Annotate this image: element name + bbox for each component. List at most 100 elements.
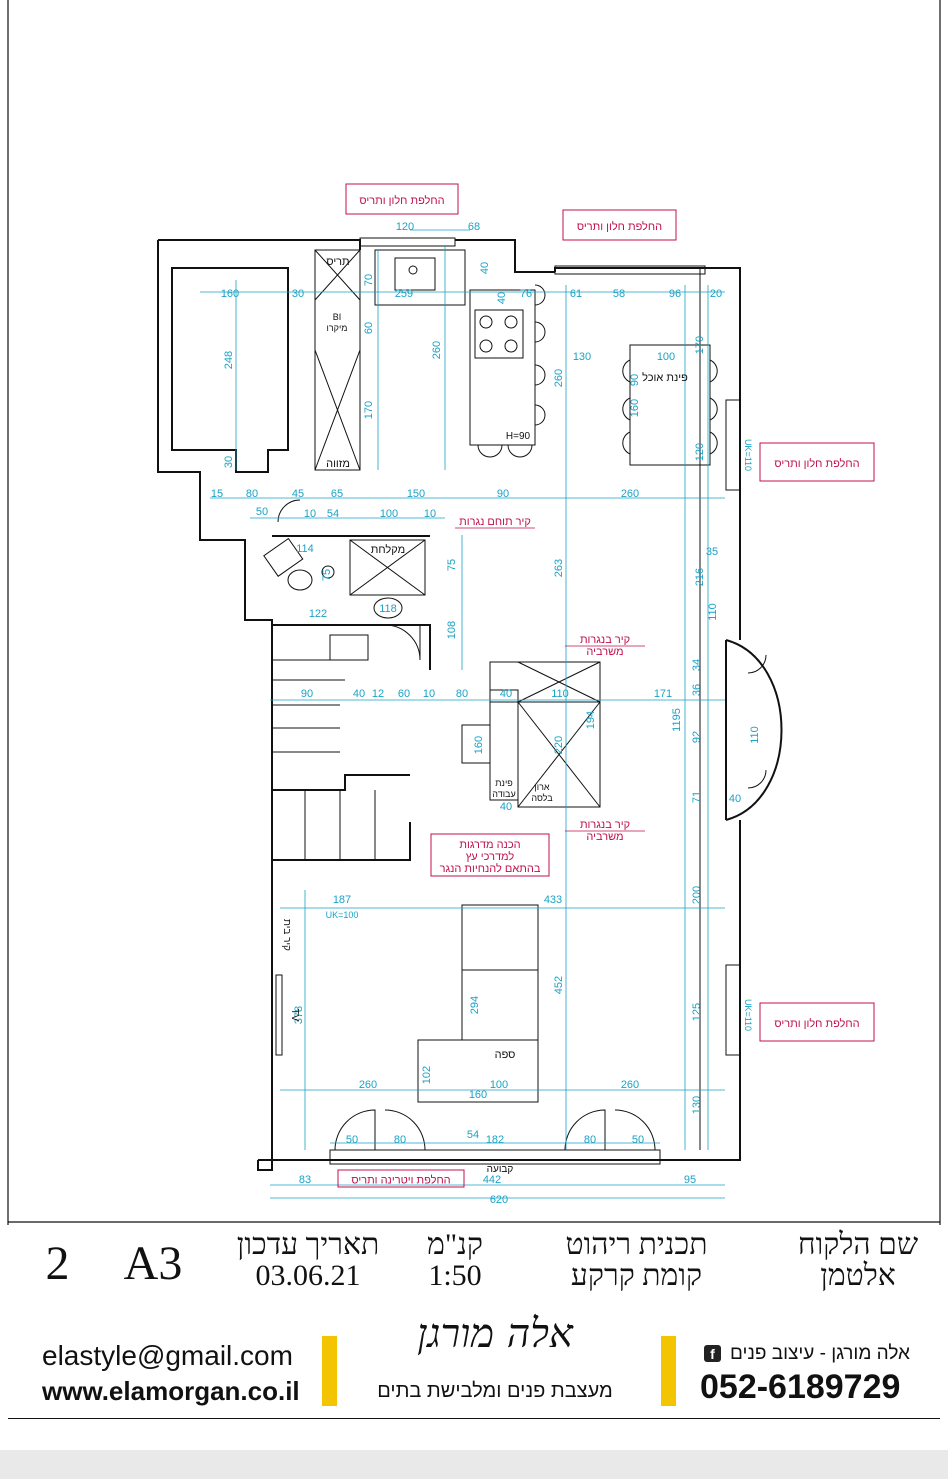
dimension-text: 40 [496, 292, 508, 304]
dimension-text: 50 [256, 506, 268, 518]
doors [275, 499, 767, 1151]
date-label: תאריך עדכון [236, 1228, 380, 1261]
dimension-text: 1195 [671, 708, 683, 732]
dimension-text: 60 [363, 322, 375, 334]
email[interactable]: elastyle@gmail.com [42, 1340, 293, 1371]
dining-table [622, 344, 718, 466]
dimension-text: 125 [691, 1003, 703, 1021]
niche-label: קבועה [487, 1164, 514, 1175]
dimension-text: 433 [544, 894, 562, 906]
svg-text:קיר תוחם נגרות: קיר תוחם נגרות [459, 516, 531, 528]
pantry-label: מזווה [326, 458, 350, 470]
dimension-text: 100 [490, 1079, 508, 1091]
dimension-text: 452 [553, 976, 565, 994]
scale-label: קנ"מ [427, 1228, 483, 1261]
shower-label: מקלחת [371, 543, 405, 556]
dimension-text: 10 [304, 508, 316, 520]
work-corner [461, 661, 601, 808]
client-name: אלטמן [820, 1259, 896, 1292]
dimension-text: 36 [691, 684, 703, 696]
dimension-text: 170 [694, 336, 706, 354]
dimension-text: 20 [710, 288, 722, 300]
dimension-text: 71 [691, 791, 703, 803]
dimension-text: 122 [309, 608, 327, 620]
facebook-icon[interactable]: f [704, 1345, 721, 1362]
dimension-text: 160 [473, 736, 485, 754]
dimension-text: 120 [694, 443, 706, 461]
dimension-text: 50 [346, 1134, 358, 1146]
room-labels: פינת אוכל ספה מקלחת מזווה תריס H=90 קבוע… [281, 256, 688, 1175]
accent-bar-left [322, 1336, 337, 1406]
dimension-text: 150 [407, 488, 425, 500]
svg-text:החלפת חלון ותריס: החלפת חלון ותריס [577, 220, 662, 233]
date-value: 03.06.21 [255, 1259, 361, 1292]
dimension-text: 80 [456, 688, 468, 700]
dining-label: פינת אוכל [642, 371, 688, 384]
dimension-text: 130 [691, 1096, 703, 1114]
annotation-notes: החלפת חלון ותריס החלפת חלון ותריס החלפת חל… [337, 183, 875, 1188]
dimension-text: 75 [446, 559, 458, 571]
signature: אלה מורגן [417, 1311, 573, 1357]
dimension-text: 75 [321, 569, 333, 581]
dimension-text: 248 [223, 351, 235, 369]
svg-text:החלפת ויטרינה ותריס: החלפת ויטרינה ותריס [351, 1174, 450, 1187]
dimension-text: 12 [372, 688, 384, 700]
note-window-right-2: החלפת חלון ותריס [759, 1002, 875, 1042]
dimension-text: 83 [299, 1174, 311, 1186]
dimension-text: 76 [520, 288, 532, 300]
dimension-text: 220 [553, 736, 565, 754]
dimension-text: 216 [694, 568, 706, 586]
dimension-text: 40 [353, 688, 365, 700]
sofa-label: ספה [495, 1049, 516, 1061]
dimension-text: 100 [657, 351, 675, 363]
dimension-text: 294 [469, 996, 481, 1014]
website[interactable]: www.elamorgan.co.il [42, 1376, 300, 1406]
dimension-text: 90 [301, 688, 313, 700]
dimension-text: 40 [500, 801, 512, 813]
dimension-text: 30 [223, 456, 235, 468]
dimension-text: 70 [363, 274, 375, 286]
dimension-text: 15 [211, 488, 223, 500]
paper-size: A3 [123, 1237, 183, 1290]
dimension-text: 200 [691, 886, 703, 904]
dimension-text: 194 [585, 711, 597, 729]
dimension-text: 40 [729, 793, 741, 805]
dimension-text: 182 [486, 1134, 504, 1146]
note-window-top-left: החלפת חלון ותריס [345, 183, 459, 215]
dimension-text: 90 [629, 374, 641, 386]
dimension-text: 58 [613, 288, 625, 300]
dimension-text: 100 [380, 508, 398, 520]
client-label: שם הלקוח [797, 1228, 919, 1261]
sofa [417, 904, 539, 1103]
dimension-text: 263 [553, 559, 565, 577]
dimension-text: 108 [446, 621, 458, 639]
scale-value: 1:50 [428, 1259, 482, 1292]
dimension-text: 35 [706, 546, 718, 558]
dimension-text: 68 [468, 221, 480, 233]
svg-text:החלפת חלון ותריס: החלפת חלון ותריס [774, 1017, 859, 1030]
dimension-text: 160 [629, 399, 641, 417]
dimension-text: 259 [395, 288, 413, 300]
uk-labels: UK=110 UK=110 UK=100 [326, 439, 753, 1031]
social-label: אלה מורגן - עיצוב פנים [730, 1343, 910, 1364]
note-window-right-1: החלפת חלון ותריס [759, 442, 875, 482]
title-block-frame [8, 1221, 940, 1223]
dimension-text: 120 [396, 221, 414, 233]
uk-label-2: UK=110 [743, 999, 753, 1031]
phone[interactable]: 052-6189729 [700, 1368, 901, 1406]
svg-text:החלפת חלון ותריס: החלפת חלון ותריס [359, 194, 444, 207]
dimension-text: 260 [621, 488, 639, 500]
dimension-text: 61 [570, 288, 582, 300]
dimension-text: 114 [296, 543, 314, 555]
dimension-text: 60 [398, 688, 410, 700]
dimension-text: 187 [333, 894, 351, 906]
